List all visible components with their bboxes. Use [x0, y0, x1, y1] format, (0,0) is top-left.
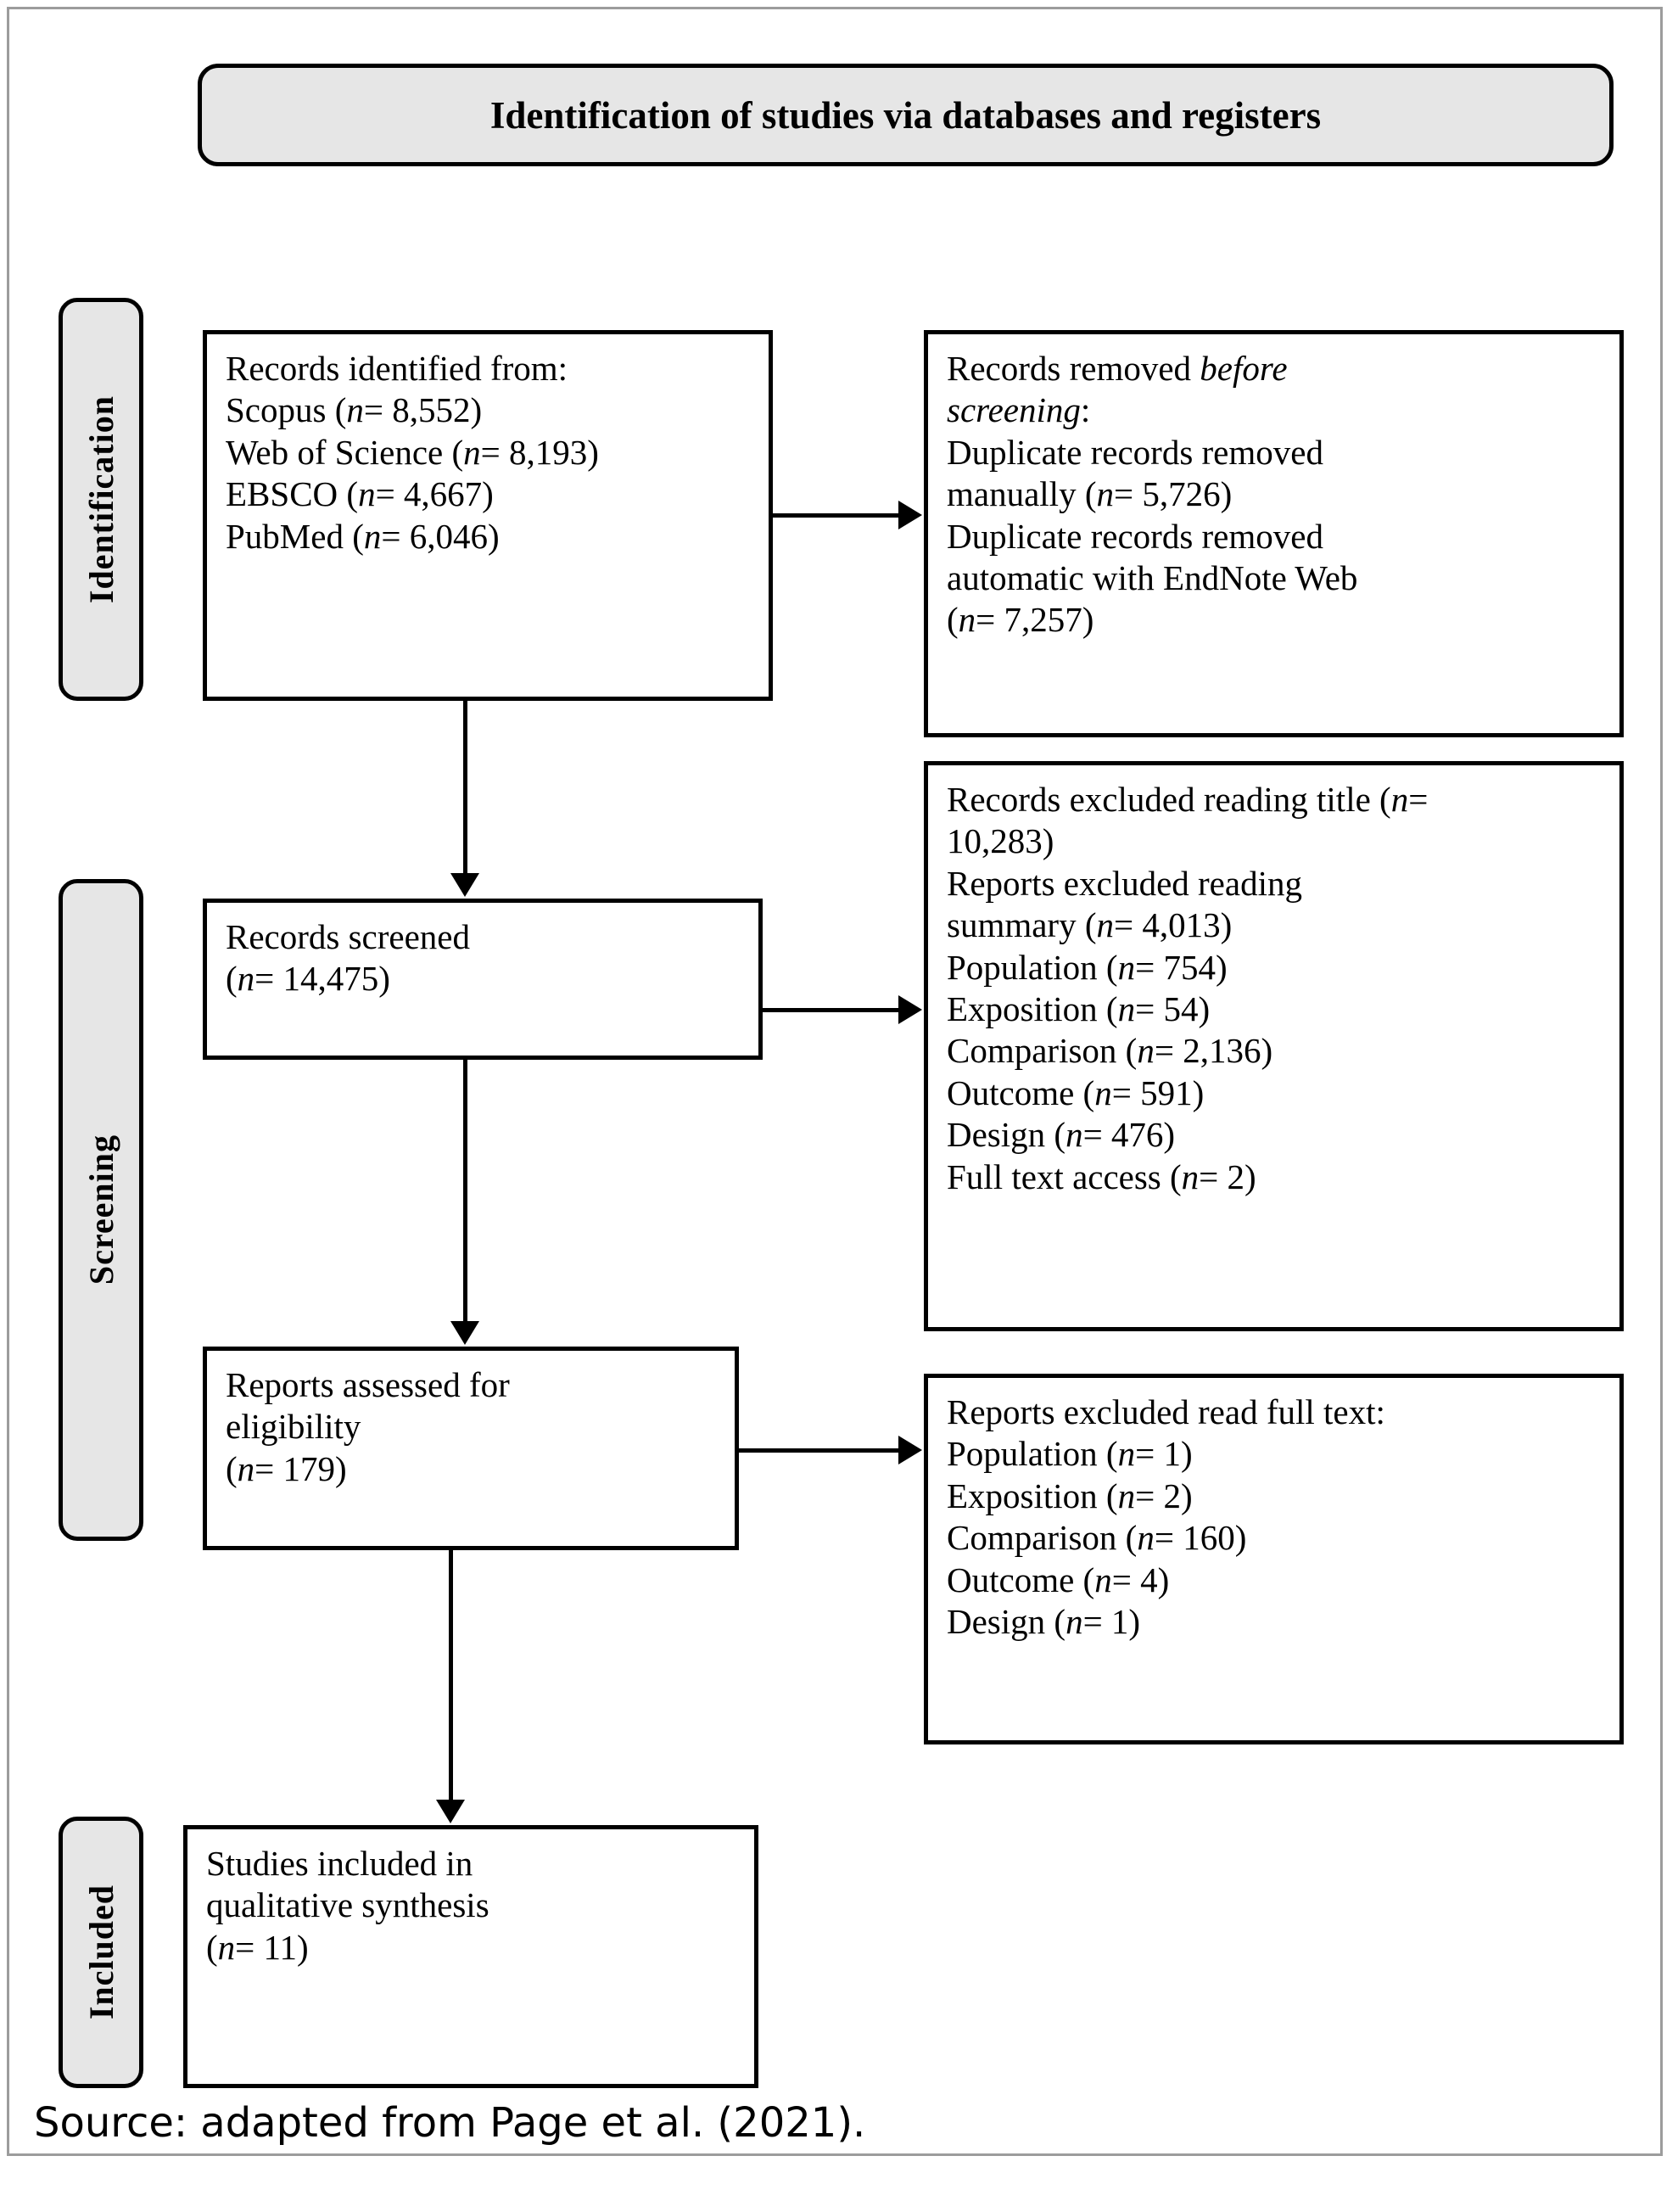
box-line: summary (n= 4,013)	[947, 905, 1233, 945]
box-line: Records excluded reading title (n=	[947, 780, 1429, 819]
connector-screened-to-excluded-title	[763, 1008, 900, 1012]
box-line: Outcome (n= 591)	[947, 1072, 1205, 1112]
box-line: Duplicate records removed	[947, 516, 1323, 556]
box-line: Web of Science (n= 8,193)	[226, 432, 599, 472]
box-line: Exposition (n= 54)	[947, 988, 1211, 1028]
stage-label-included-text: Included	[81, 1884, 120, 2020]
stage-label-identification-text: Identification	[81, 395, 120, 604]
box-line: automatic with EndNote Web	[947, 557, 1358, 597]
box-line: eligibility	[226, 1407, 361, 1447]
studies-included-box: Studies included in qualitative synthesi…	[183, 1825, 758, 2088]
box-line: PubMed (n= 6,046)	[226, 516, 500, 556]
box-line: Records screened	[226, 917, 471, 956]
box-line: Design (n= 476)	[947, 1115, 1176, 1155]
records-screened-box: Records screened (n= 14,475)	[203, 899, 763, 1060]
connector-eligibility-to-excluded-fulltext	[739, 1448, 900, 1453]
box-line: 10,283)	[947, 821, 1054, 861]
box-line: Full text access (n= 2)	[947, 1156, 1256, 1196]
connector-identified-to-removed	[773, 513, 900, 518]
box-line: Exposition (n= 2)	[947, 1476, 1193, 1515]
box-line: (n= 179)	[226, 1448, 347, 1488]
arrowhead-identified-to-screened	[450, 873, 479, 897]
box-line: Population (n= 754)	[947, 947, 1228, 987]
stage-label-identification: Identification	[59, 298, 143, 701]
box-line: Records removed before	[947, 349, 1288, 388]
box-line: Design (n= 1)	[947, 1601, 1141, 1641]
arrowhead-identified-to-removed	[898, 501, 922, 529]
box-line: Reports excluded read full text:	[947, 1392, 1385, 1431]
box-line: screening:	[947, 390, 1091, 430]
page-title: Identification of studies via databases …	[489, 93, 1322, 137]
diagram-frame: Identification of studies via databases …	[7, 7, 1663, 2156]
stage-label-screening-text: Screening	[81, 1134, 120, 1285]
box-line: Outcome (n= 4)	[947, 1560, 1170, 1599]
source-caption: Source: adapted from Page et al. (2021).	[34, 2099, 866, 2147]
box-line: Scopus (n= 8,552)	[226, 390, 483, 430]
box-line: Reports excluded reading	[947, 863, 1302, 903]
box-line: Comparison (n= 2,136)	[947, 1031, 1273, 1071]
box-line: EBSCO (n= 4,667)	[226, 474, 494, 514]
connector-eligibility-to-included	[449, 1550, 453, 1801]
arrowhead-eligibility-to-excluded-fulltext	[898, 1436, 922, 1464]
box-line: Population (n= 1)	[947, 1434, 1193, 1474]
box-line: Duplicate records removed	[947, 432, 1323, 472]
stage-label-screening: Screening	[59, 879, 143, 1541]
arrowhead-screened-to-excluded-title	[898, 995, 922, 1024]
diagram-title-banner: Identification of studies via databases …	[198, 64, 1614, 166]
box-line: qualitative synthesis	[206, 1885, 489, 1925]
reports-assessed-box: Reports assessed for eligibility (n= 179…	[203, 1347, 739, 1550]
records-identified-box: Records identified from: Scopus (n= 8,55…	[203, 330, 773, 701]
arrowhead-screened-to-eligibility	[450, 1321, 479, 1345]
box-line: Comparison (n= 160)	[947, 1518, 1247, 1558]
records-removed-box: Records removed before screening: Duplic…	[924, 330, 1624, 737]
reports-excluded-fulltext-box: Reports excluded read full text: Populat…	[924, 1374, 1624, 1744]
stage-label-included: Included	[59, 1817, 143, 2088]
box-line: Reports assessed for	[226, 1365, 510, 1404]
box-line: (n= 14,475)	[226, 959, 390, 999]
box-line: Records identified from:	[226, 349, 568, 388]
box-line: (n= 7,257)	[947, 600, 1094, 640]
connector-identified-to-screened	[463, 701, 467, 875]
connector-screened-to-eligibility	[463, 1060, 467, 1323]
records-excluded-title-box: Records excluded reading title (n= 10,28…	[924, 761, 1624, 1331]
box-line: manually (n= 5,726)	[947, 474, 1233, 514]
box-line: (n= 11)	[206, 1927, 309, 1967]
box-line: Studies included in	[206, 1844, 473, 1883]
arrowhead-eligibility-to-included	[436, 1800, 465, 1823]
